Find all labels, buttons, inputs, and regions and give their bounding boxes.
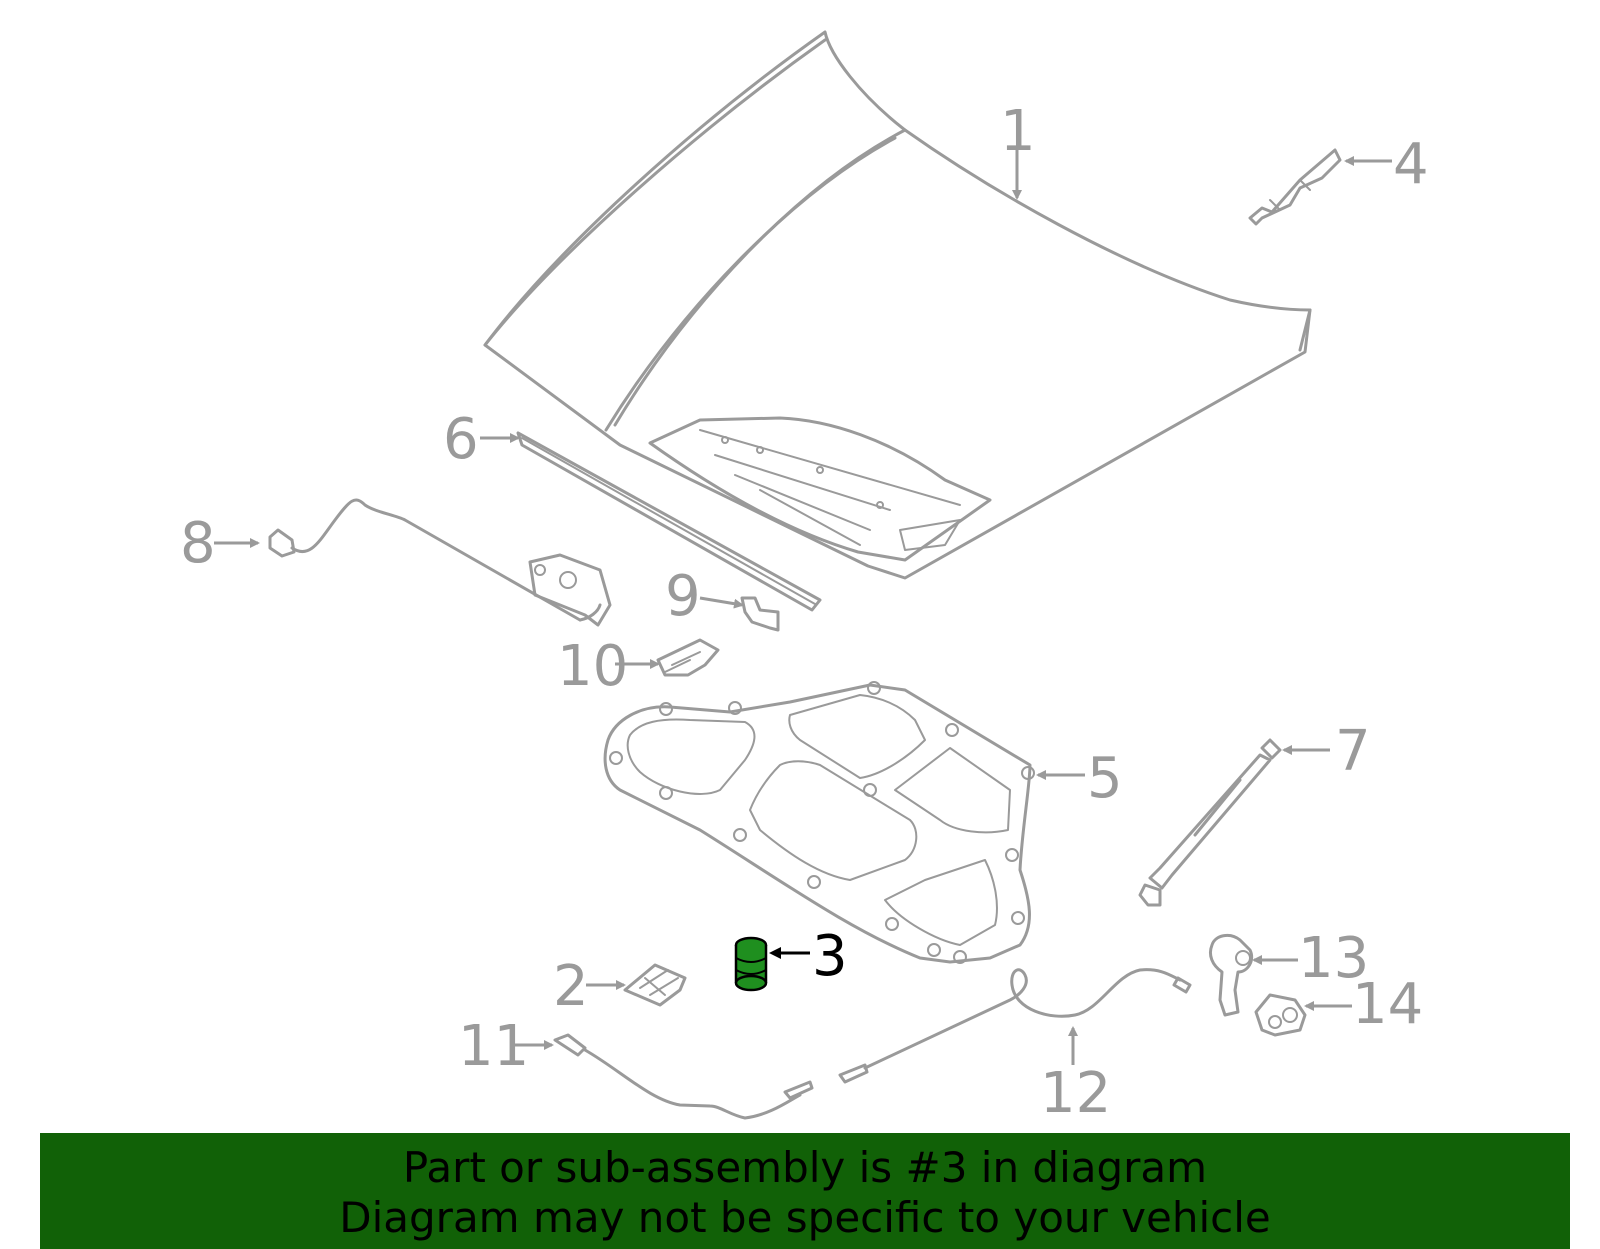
- release-cable-front: [553, 1033, 814, 1120]
- hood-latch: [1208, 933, 1254, 1017]
- release-cable-rear: [838, 968, 1192, 1084]
- hood-panel: [483, 30, 1312, 580]
- hood-bumper: [656, 638, 720, 677]
- callout-12: 12: [1040, 1061, 1111, 1126]
- callout-9: 9: [665, 564, 701, 629]
- info-banner: Part or sub-assembly is #3 in diagram Di…: [40, 1133, 1570, 1249]
- hood-lift-strut: [1138, 738, 1282, 907]
- leader-9: [699, 596, 744, 609]
- callout-2: 2: [553, 954, 589, 1019]
- banner-line-2: Diagram may not be specific to your vehi…: [339, 1193, 1271, 1242]
- callout-11: 11: [458, 1014, 529, 1079]
- banner-line-1: Part or sub-assembly is #3 in diagram: [402, 1143, 1208, 1192]
- callout-7: 7: [1335, 719, 1371, 784]
- callout-14: 14: [1352, 972, 1423, 1037]
- callout-1: 1: [1000, 99, 1036, 164]
- callout-6: 6: [443, 407, 479, 472]
- latch-striker: [1254, 993, 1307, 1037]
- highlighted-part-3: [734, 936, 768, 992]
- bracket-part: [740, 596, 780, 632]
- callout-4: 4: [1393, 132, 1429, 197]
- hood-weatherstrip: [516, 431, 822, 612]
- callout-8: 8: [180, 511, 216, 576]
- callout-13: 13: [1298, 926, 1369, 991]
- callout-10: 10: [557, 634, 628, 699]
- callout-3: 3: [812, 924, 848, 989]
- hood-insulator: [603, 681, 1035, 964]
- callout-5: 5: [1087, 746, 1123, 811]
- hood-release-cable: [268, 498, 612, 627]
- hood-pad: [623, 963, 687, 1007]
- hood-hinge: [1248, 148, 1342, 226]
